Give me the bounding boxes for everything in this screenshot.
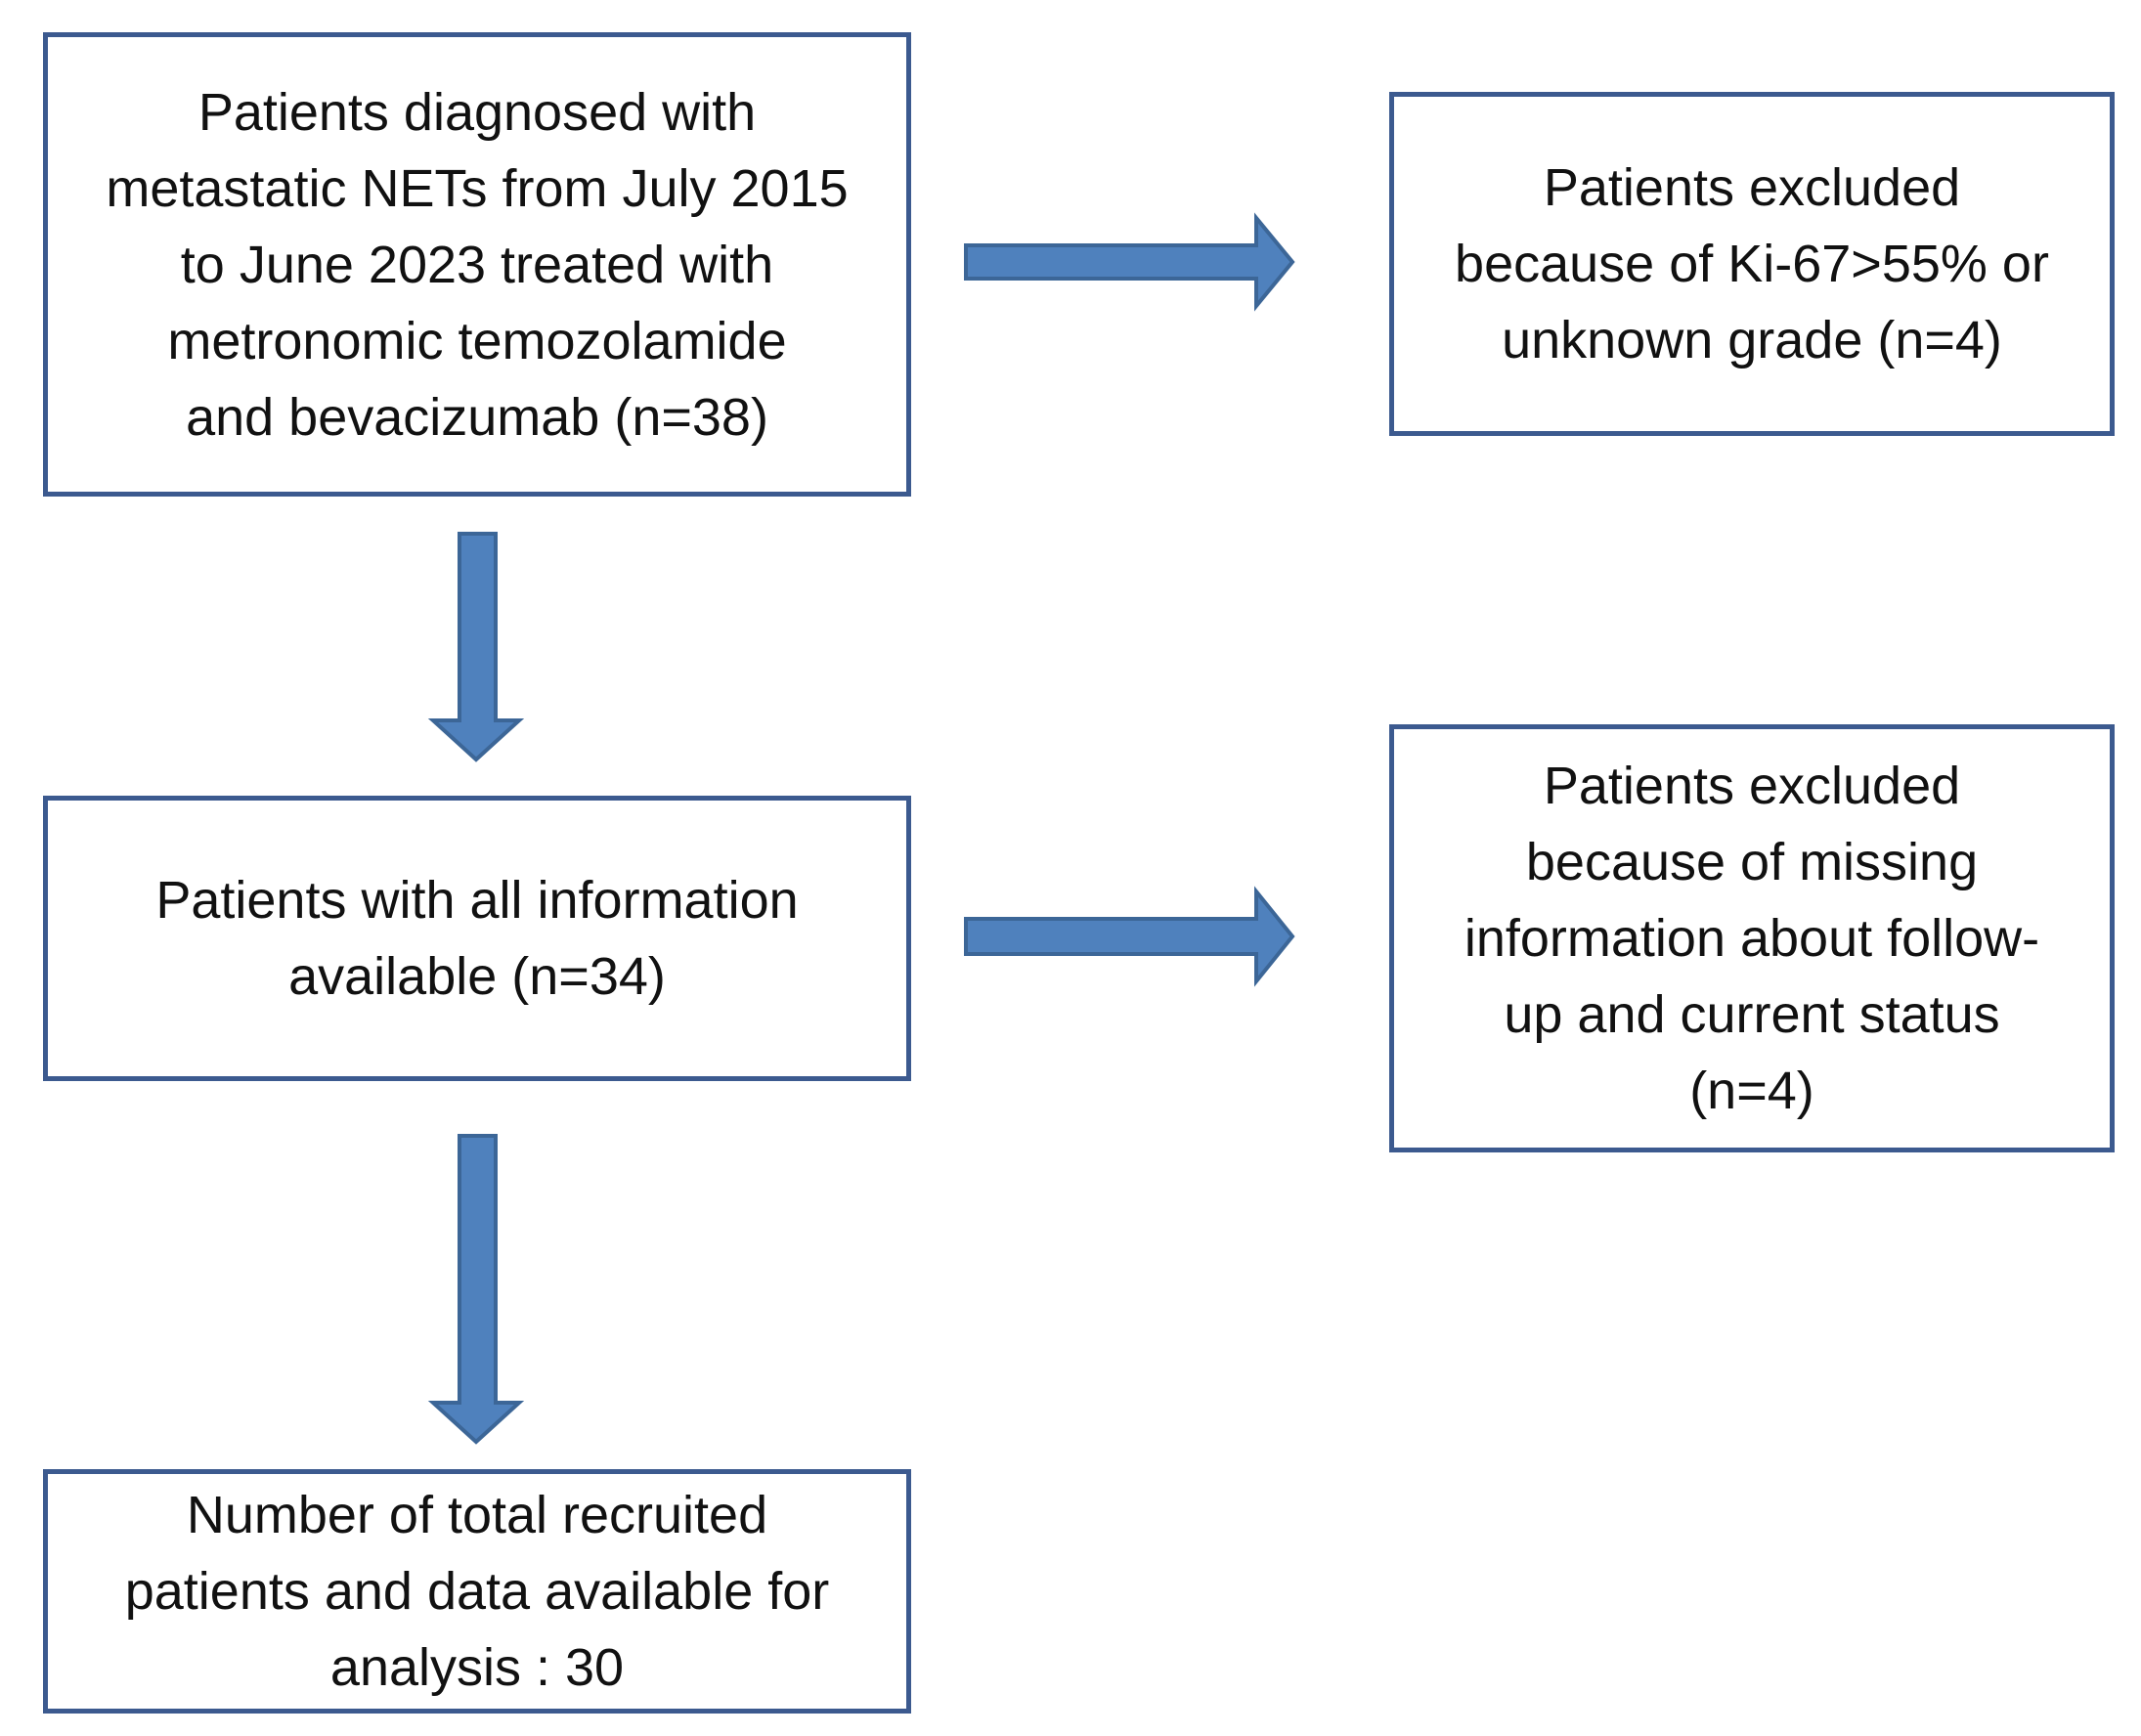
available-info-text: Patients with all information available … <box>155 871 799 1006</box>
available-info-box: Patients with all information available … <box>43 796 911 1081</box>
exclusion-missing-info-box: Patients excluded because of missing inf… <box>1389 724 2115 1152</box>
start-patients-box: Patients diagnosed with metastatic NETs … <box>43 32 911 497</box>
down-arrow-icon <box>427 1134 525 1445</box>
exclusion-missing-info-text: Patients excluded because of missing inf… <box>1464 757 2040 1120</box>
down-arrow-icon <box>427 532 525 762</box>
exclusion-ki67-box: Patients excluded because of Ki-67>55% o… <box>1389 92 2115 436</box>
start-patients-text: Patients diagnosed with metastatic NETs … <box>106 82 849 447</box>
exclusion-ki67-text: Patients excluded because of Ki-67>55% o… <box>1455 158 2049 369</box>
right-arrow-icon <box>964 212 1295 312</box>
final-recruited-text: Number of total recruited patients and d… <box>124 1486 830 1697</box>
final-recruited-box: Number of total recruited patients and d… <box>43 1469 911 1714</box>
right-arrow-icon <box>964 886 1295 987</box>
